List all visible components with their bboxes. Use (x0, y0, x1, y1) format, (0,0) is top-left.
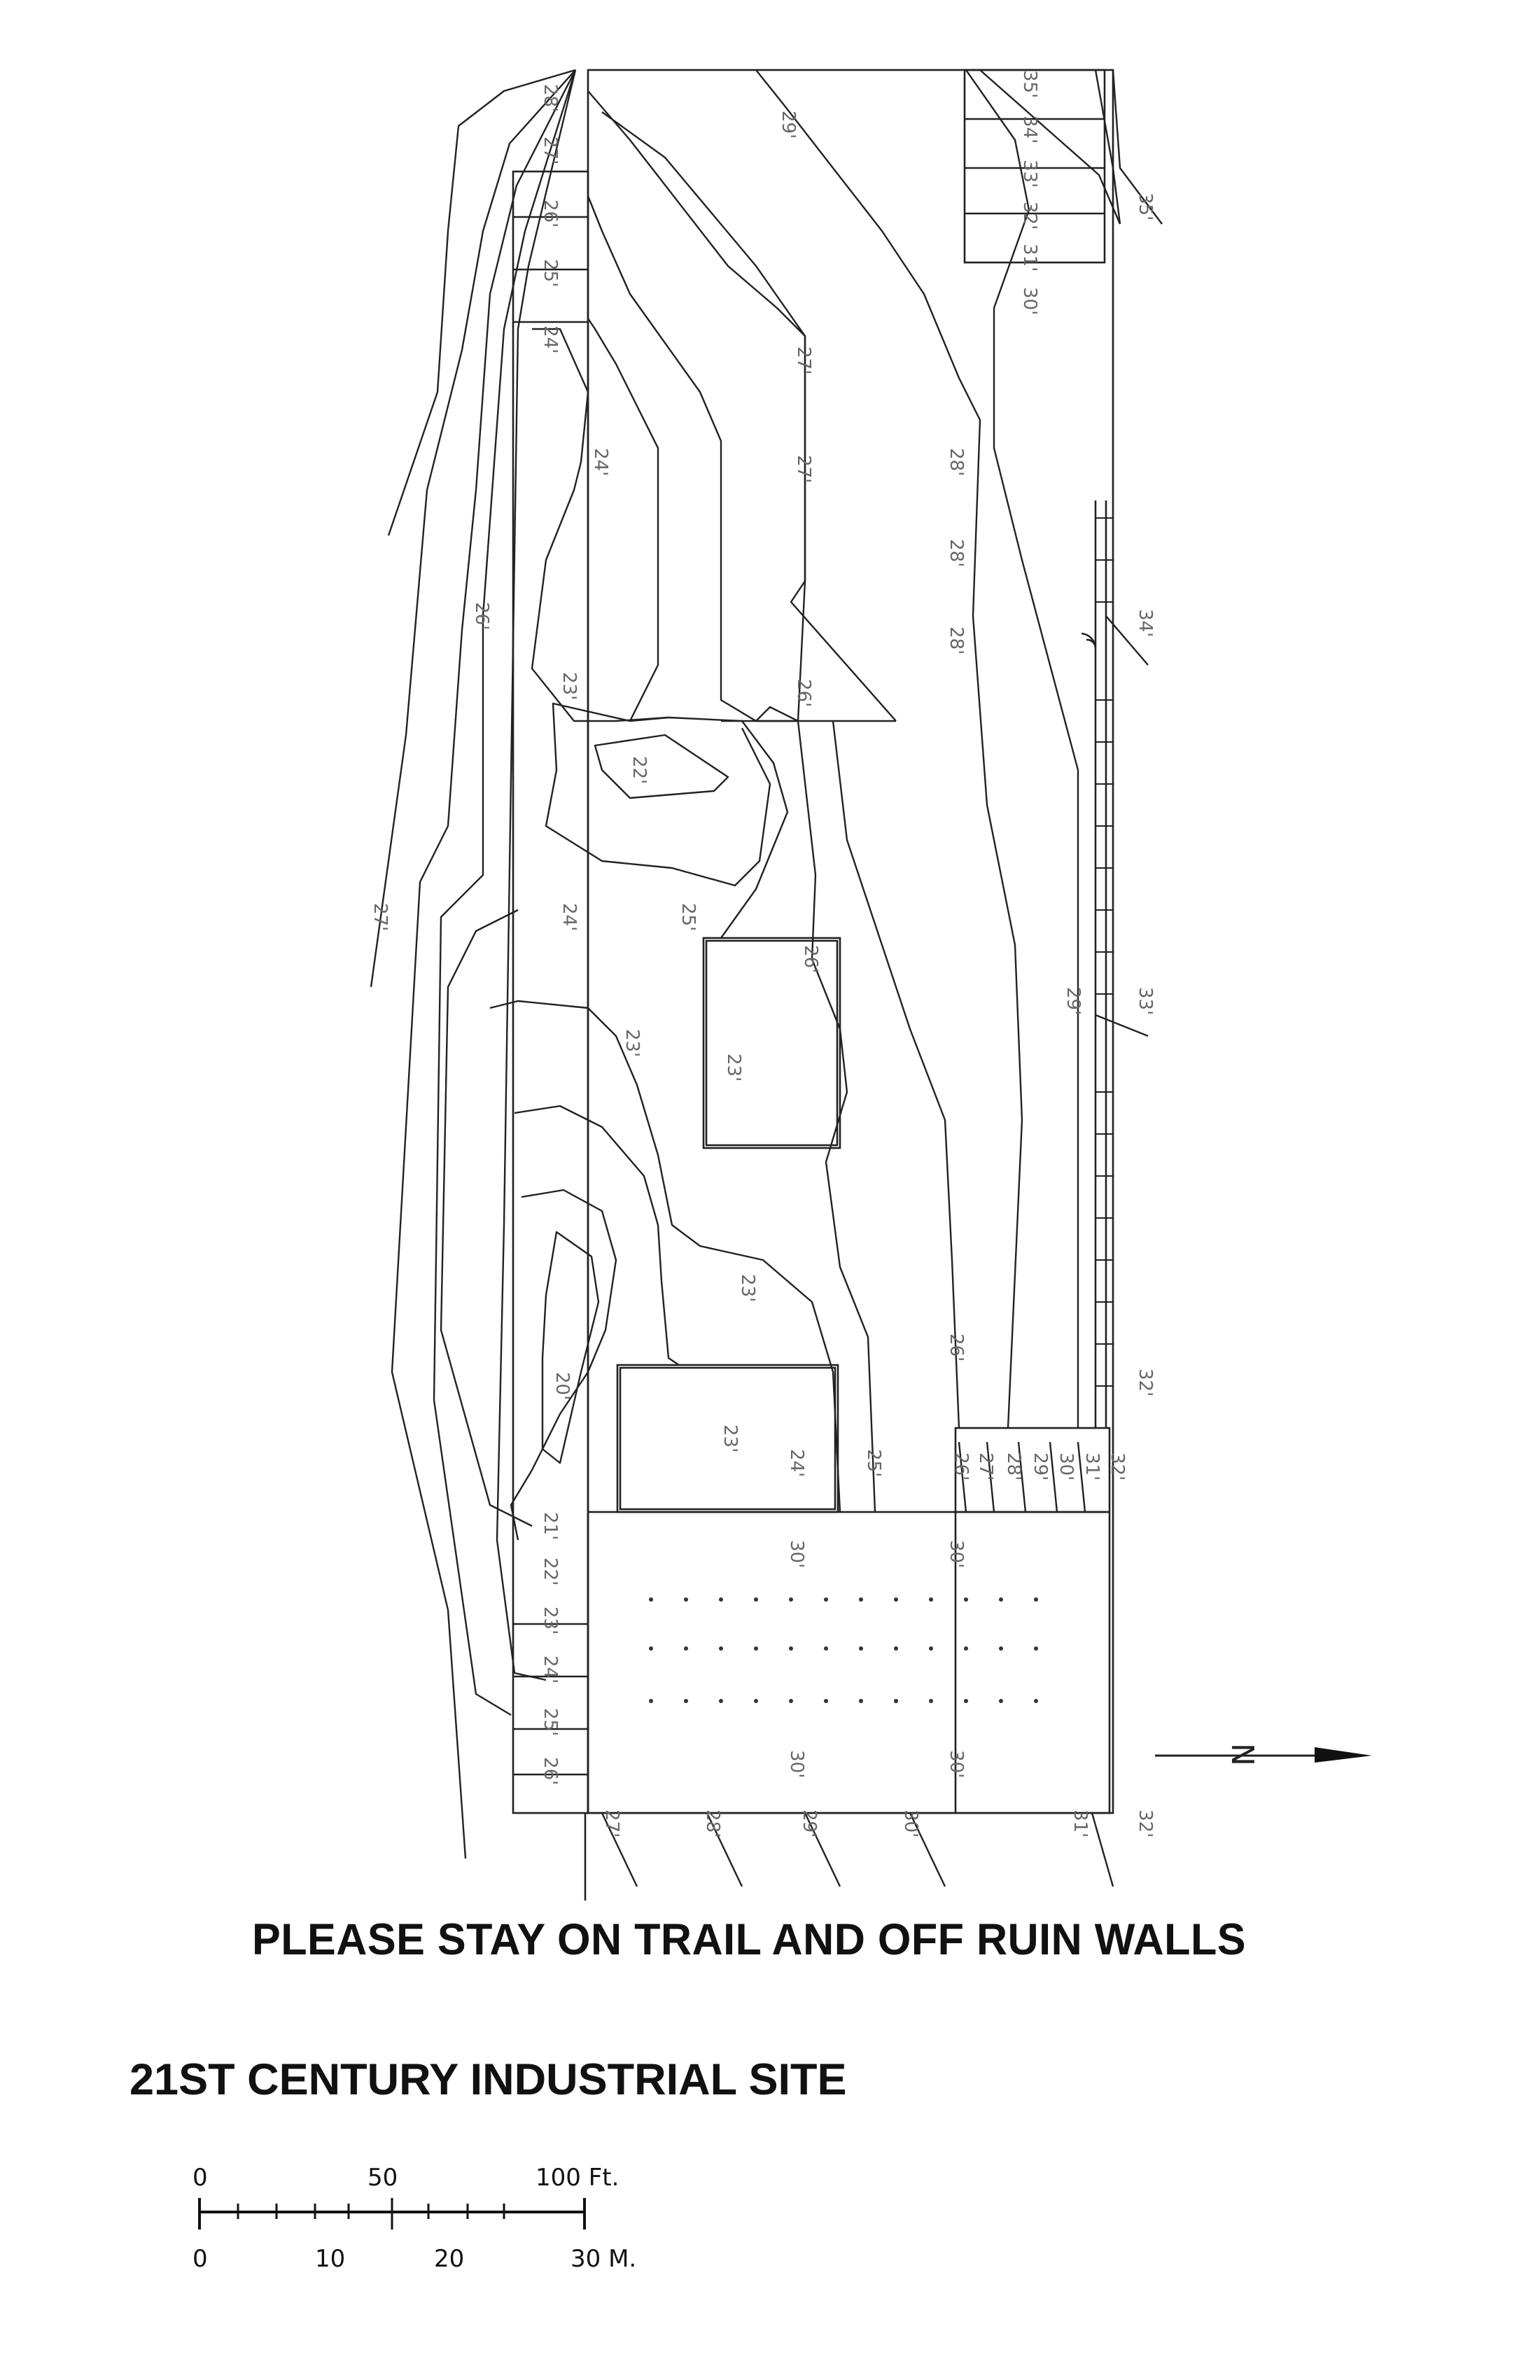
elevation-label: 24' (786, 1449, 807, 1477)
elevation-label: 26' (471, 602, 492, 630)
elevation-label: 30' (946, 1750, 967, 1778)
elevation-label: 27' (793, 346, 814, 374)
elevation-label: 25' (863, 1449, 884, 1477)
elevation-label: 35' (1019, 70, 1040, 98)
elevation-label: 30' (946, 1540, 967, 1568)
elevation-label: 26' (800, 945, 821, 973)
elevation-label: 26' (540, 1757, 561, 1785)
elevation-label: 31' (1019, 244, 1040, 272)
elevation-label: 23' (540, 1606, 561, 1634)
elevation-label: 22' (540, 1558, 561, 1586)
elevation-label: 25' (678, 903, 699, 931)
scale-label-meters-10: 10 (315, 2245, 345, 2273)
elevation-label: 27' (793, 455, 814, 483)
elevation-label: 29' (799, 1809, 820, 1837)
elevation-label: 26' (951, 1452, 972, 1480)
elevation-label: 25' (540, 1708, 561, 1736)
elevation-label: 30' (900, 1809, 921, 1837)
scale-bar: 0 50 100 Ft. 0 10 20 30 M. (192, 2164, 636, 2273)
elevation-label: 28' (702, 1809, 723, 1837)
elevation-label: 34' (1135, 609, 1156, 637)
elevation-label: 28' (540, 84, 561, 112)
elevation-label: 32' (1135, 1809, 1156, 1837)
elevation-label: 33' (1135, 987, 1156, 1015)
elevation-label: 30' (786, 1750, 807, 1778)
elevation-label: 30' (786, 1540, 807, 1568)
elevation-label: 23' (723, 1054, 744, 1082)
contour-lines (370, 69, 1163, 1887)
scale-label-meters-30: 30 M. (570, 2245, 636, 2273)
elevation-label: 24' (540, 326, 561, 354)
wall-ticks (1096, 517, 1113, 1387)
elevation-label: 22' (629, 756, 650, 784)
elevation-label: 29' (1030, 1452, 1051, 1480)
elevation-label: 29' (778, 111, 799, 139)
elevation-label: 23' (737, 1274, 758, 1302)
elevation-label: 35' (1135, 192, 1156, 220)
elevation-label: 33' (1019, 160, 1040, 188)
elevation-label: 28' (946, 626, 967, 654)
elevation-label: 21' (540, 1512, 561, 1540)
north-arrow-icon: N (1155, 1743, 1372, 1766)
elevation-label: 28' (1003, 1452, 1024, 1480)
elevation-labels: 28' 27' 26' 25' 24' 29' 35' 34' 33' 32' … (370, 70, 1156, 1837)
elevation-label: 32' (1019, 202, 1040, 230)
elevation-label: 34' (1019, 115, 1040, 144)
elevation-label: 25' (540, 259, 561, 287)
elevation-label: 23' (622, 1029, 643, 1057)
ruin-walls (512, 69, 1114, 1900)
elevation-label: 27' (601, 1809, 622, 1837)
elevation-label: 30' (1019, 287, 1040, 315)
elevation-label: 26' (946, 1334, 967, 1362)
elevation-label: 26' (540, 200, 561, 227)
scale-label-feet-100: 100 Ft. (536, 2164, 619, 2192)
trail-notice: PLEASE STAY ON TRAIL AND OFF RUIN WALLS (252, 1915, 1247, 1964)
elevation-label: 28' (946, 448, 967, 476)
scale-label-meters-0: 0 (192, 2245, 208, 2273)
elevation-label: 31' (1082, 1452, 1102, 1480)
scale-label-feet-50: 50 (368, 2164, 398, 2192)
elevation-label: 27' (540, 136, 561, 164)
pillar-dots (649, 1597, 1038, 1703)
elevation-label: 29' (1063, 987, 1084, 1015)
site-title: 21ST CENTURY INDUSTRIAL SITE (130, 2055, 847, 2104)
elevation-label: 27' (975, 1452, 996, 1480)
elevation-label: 26' (793, 679, 814, 707)
north-label: N (1224, 1743, 1260, 1766)
elevation-label: 23' (559, 672, 580, 700)
elevation-label: 31' (1070, 1809, 1091, 1837)
elevation-label: 32' (1135, 1368, 1156, 1396)
elevation-label: 24' (540, 1656, 561, 1684)
scale-label-meters-20: 20 (434, 2245, 464, 2273)
elevation-label: 23' (720, 1424, 741, 1452)
elevation-label: 24' (590, 448, 611, 476)
elevation-label: 20' (552, 1372, 573, 1400)
elevation-label: 32' (1107, 1452, 1128, 1480)
elevation-label: 28' (946, 539, 967, 567)
elevation-label: 27' (370, 903, 391, 931)
scale-label-feet-0: 0 (192, 2164, 208, 2192)
elevation-label: 30' (1056, 1452, 1077, 1480)
elevation-label: 24' (559, 903, 580, 931)
